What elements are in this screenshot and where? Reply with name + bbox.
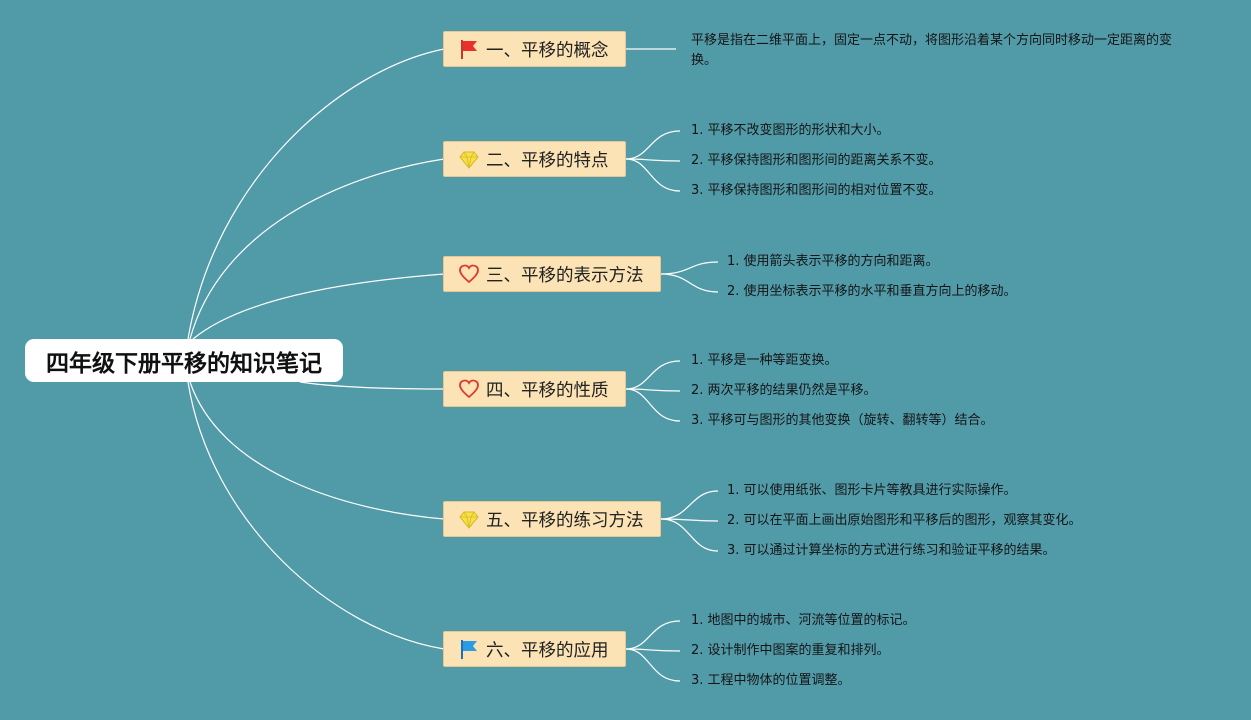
connector-root-b4 (299, 381, 445, 390)
connector-b2-leaf1 (625, 130, 681, 160)
red-heart-icon (459, 264, 479, 284)
leaf-applications-2: 2. 设计制作中图案的重复和排列。 (691, 643, 890, 658)
branch-concept[interactable]: 一、平移的概念 (443, 31, 626, 67)
connector-b5-leaf3 (660, 518, 719, 552)
yellow-diamond-icon (459, 511, 479, 529)
leaf-practice-2: 2. 可以在平面上画出原始图形和平移后的图形，观察其变化。 (727, 513, 1082, 528)
yellow-diamond-icon (459, 151, 479, 169)
leaf-representation-1: 1. 使用箭头表示平移的方向和距离。 (727, 254, 939, 269)
branch-features[interactable]: 二、平移的特点 (443, 141, 626, 177)
leaf-properties-1: 1. 平移是一种等距变换。 (691, 353, 838, 368)
connector-b2-leaf3 (625, 158, 681, 192)
blue-flag-icon (461, 640, 477, 659)
leaf-practice-3: 3. 可以通过计算坐标的方式进行练习和验证平移的结果。 (727, 543, 1056, 558)
red-flag-icon (461, 40, 477, 59)
red-heart-icon (459, 379, 479, 399)
connector-b4-leaf3 (625, 388, 681, 422)
connector-root-b2 (189, 158, 445, 340)
branch-label: 二、平移的特点 (486, 150, 609, 171)
leaf-features-2: 2. 平移保持图形和图形间的距离关系不变。 (691, 153, 942, 168)
leaf-applications-3: 3. 工程中物体的位置调整。 (691, 673, 851, 688)
connector-b5-leaf1 (660, 490, 719, 520)
connector-root-b3 (192, 273, 445, 340)
root-topic[interactable]: 四年级下册平移的知识笔记 (25, 339, 343, 382)
leaf-features-3: 3. 平移保持图形和图形间的相对位置不变。 (691, 183, 942, 198)
connector-b4-leaf1 (625, 360, 681, 390)
branch-label: 五、平移的练习方法 (486, 510, 644, 531)
branch-applications[interactable]: 六、平移的应用 (443, 631, 626, 667)
leaf-representation-2: 2. 使用坐标表示平移的水平和垂直方向上的移动。 (727, 284, 1017, 299)
leaf-concept-definition: 平移是指在二维平面上，固定一点不动，将图形沿着某个方向同时移动一定距离的变换。 (691, 33, 1173, 68)
connector-root-b5 (189, 381, 445, 520)
branch-representation[interactable]: 三、平移的表示方法 (443, 256, 661, 292)
connector-root-b1 (187, 48, 445, 340)
connector-b6-leaf1 (625, 620, 681, 650)
branch-label: 一、平移的概念 (486, 40, 609, 61)
connector-b3-leaf1 (660, 261, 719, 275)
leaf-properties-2: 2. 两次平移的结果仍然是平移。 (691, 383, 877, 398)
connector-root-b6 (187, 381, 445, 650)
leaf-features-1: 1. 平移不改变图形的形状和大小。 (691, 123, 890, 138)
leaf-practice-1: 1. 可以使用纸张、图形卡片等教具进行实际操作。 (727, 483, 1017, 498)
leaf-properties-3: 3. 平移可与图形的其他变换（旋转、翻转等）结合。 (691, 413, 994, 428)
branch-properties[interactable]: 四、平移的性质 (443, 371, 626, 407)
connector-b3-leaf2 (660, 273, 719, 293)
branch-label: 三、平移的表示方法 (486, 265, 644, 286)
branch-label: 六、平移的应用 (486, 640, 609, 661)
connector-b6-leaf3 (625, 648, 681, 682)
leaf-applications-1: 1. 地图中的城市、河流等位置的标记。 (691, 613, 916, 628)
branch-practice[interactable]: 五、平移的练习方法 (443, 501, 661, 537)
branch-label: 四、平移的性质 (486, 380, 609, 401)
